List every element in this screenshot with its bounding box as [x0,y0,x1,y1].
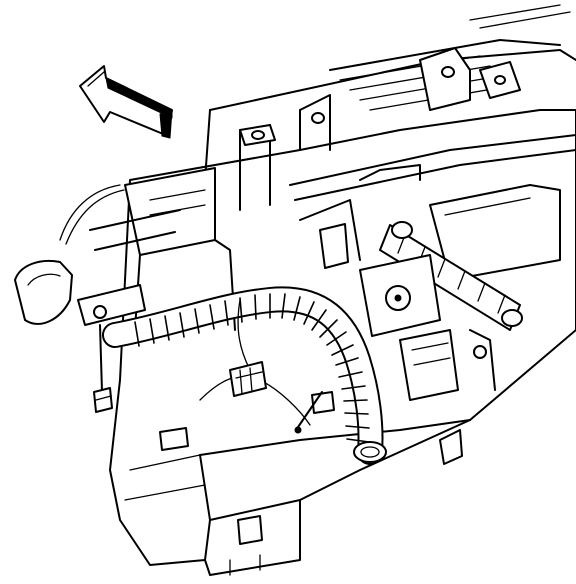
release-tab [439,429,463,465]
electrical-connector-icon [229,361,267,397]
bolt-icon [93,324,113,413]
mode-actuator [299,199,496,401]
clip-icon [294,391,335,434]
blend-door-rail [379,221,523,331]
harness-bracket [14,209,181,326]
forward-arrow-icon [79,65,173,139]
wiring-harness-conduit [102,286,387,465]
lower-case-details [124,427,263,545]
